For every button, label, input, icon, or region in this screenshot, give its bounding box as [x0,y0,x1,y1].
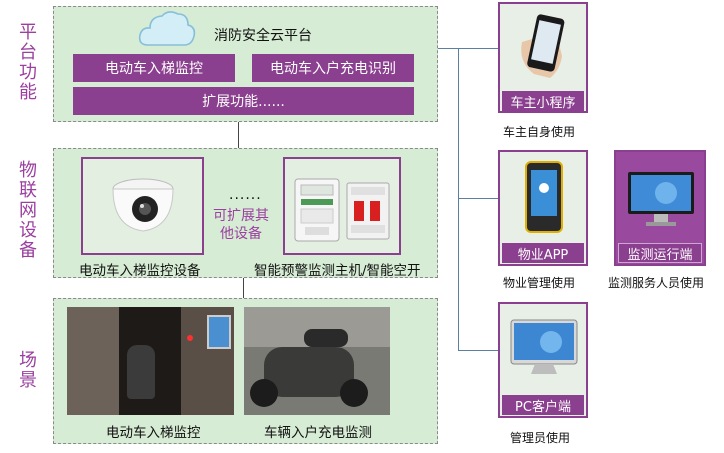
extendable-devices-text: 可扩展其他设备 [213,208,269,242]
host-caption: 智能预警监测主机/智能空开 [254,263,421,279]
monitoring-host-icon [294,178,340,242]
client-monitoring-station: 监测运行端 [614,150,706,266]
platform-panel: 消防安全云平台 电动车入梯监控 电动车入户充电识别 扩展功能...... [53,6,438,122]
client-property-app: 物业APP [498,150,588,266]
client-monitoring-usage: 监测服务人员使用 [608,276,705,290]
function-elevator-monitoring: 电动车入梯监控 [73,54,235,82]
elevator-scene-photo [67,307,234,415]
layer-label-platform: 平台功能 [16,22,37,102]
camera-tile [81,157,204,255]
client-owner-usage: 车主自身使用 [503,125,576,139]
layer-label-iot: 物联网设备 [16,160,37,260]
scene-panel: 电动车入梯监控 车辆入户充电监测 [53,298,438,444]
client-owner-miniprogram: 车主小程序 [498,2,588,113]
platform-title: 消防安全云平台 [214,28,312,44]
smart-breaker-icon [346,182,390,240]
handheld-icon [525,161,563,233]
dome-camera-icon [112,178,174,232]
connector-iot-scene [243,278,244,298]
connector-branch-pc [458,350,498,351]
ellipsis-text: ...... [229,187,262,203]
client-property-usage: 物业管理使用 [503,276,576,290]
client-pc: PC客户端 [498,302,588,418]
connector-branch-owner [458,48,498,49]
client-monitoring-label: 监测运行端 [618,243,702,263]
client-pc-usage: 管理员使用 [510,431,571,445]
charging-scene-photo [244,307,390,415]
connector-platform-iot [238,122,239,148]
layer-label-scene: 场景 [16,350,37,390]
camera-caption: 电动车入梯监控设备 [79,263,201,279]
connector-trunk [458,48,459,350]
connector-platform-clients [438,48,458,49]
function-charging-recognition: 电动车入户充电识别 [252,54,414,82]
client-owner-label: 车主小程序 [502,91,584,111]
monitor-icon [628,172,694,226]
function-extensions: 扩展功能...... [73,87,414,115]
charging-caption: 车辆入户充电监测 [264,425,372,441]
elevator-caption: 电动车入梯监控 [106,425,201,441]
connector-branch-property [458,198,498,199]
iot-panel: 电动车入梯监控设备 ...... 可扩展其他设备 智能预警监测主机/智能空开 [53,148,438,279]
monitor-icon [510,319,578,374]
client-pc-label: PC客户端 [502,395,584,415]
phone-icon [521,14,565,78]
cloud-icon [138,11,196,46]
client-property-label: 物业APP [502,243,584,263]
host-breaker-tile [283,157,401,255]
